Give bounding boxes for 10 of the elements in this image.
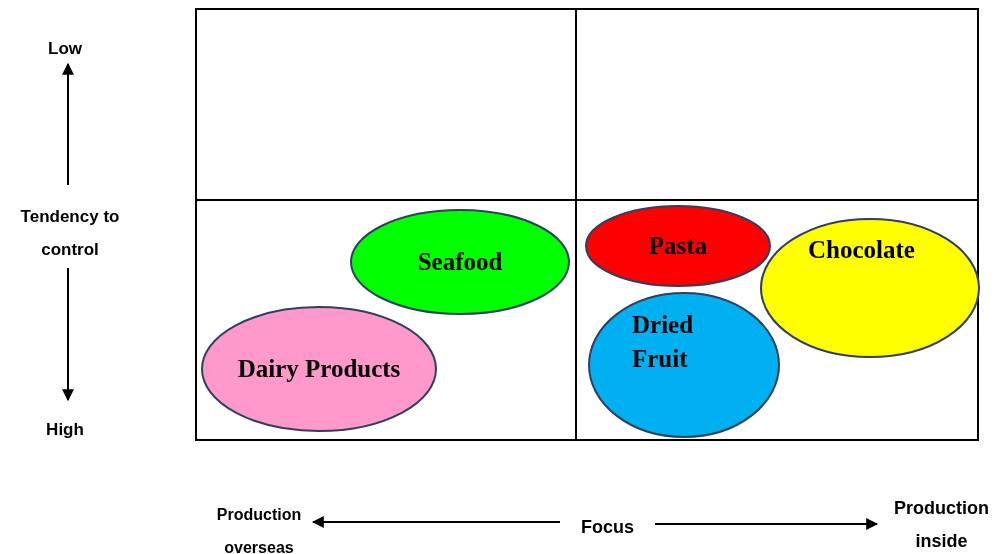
axis-label: High: [45, 419, 85, 441]
axis-label: Tendency to control: [19, 206, 121, 261]
axis-label: Production overseas: [215, 505, 303, 554]
category-label: Dried Fruit: [632, 310, 695, 374]
category-label: Pasta: [647, 231, 709, 261]
axis-label: Production inside: [893, 497, 990, 553]
category-label: Dairy Products: [236, 354, 402, 384]
category-label: Seafood: [416, 247, 504, 277]
category-label: Chocolate: [808, 235, 916, 265]
axis-label: Low: [47, 38, 83, 60]
